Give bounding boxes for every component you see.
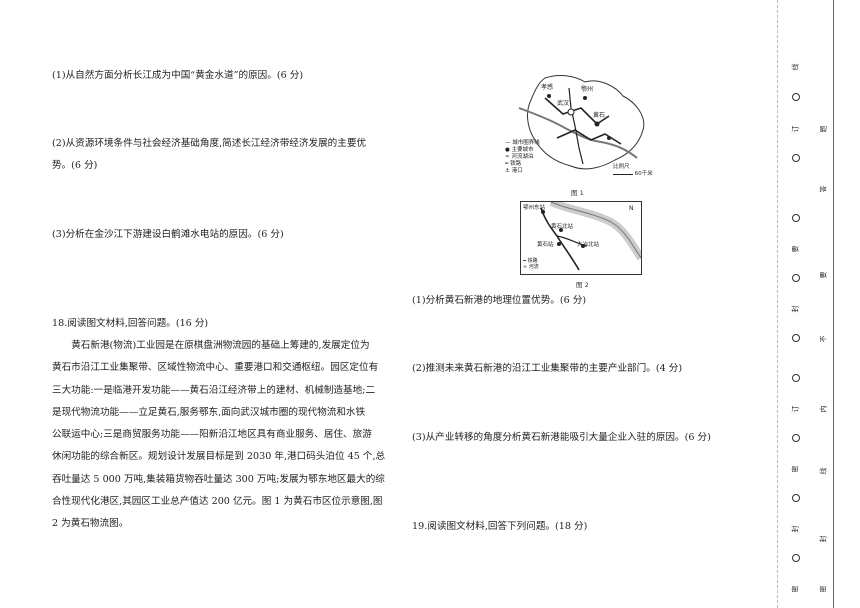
legend-item: ≈ 河流湖泊 [505, 154, 534, 160]
question-18-2: (2)推测未来黄石新港的沿江工业集聚带的主要产业部门。(4 分) [412, 363, 683, 374]
material-line: 公联运中心;三是商贸服务功能——阳新沿江地区具有商业服务、居住、旅游 [52, 429, 372, 441]
material-line: 黄石新港(物流)工业园是在原棋盘洲物流园的基础上筹建的,发展定位为 [71, 340, 370, 351]
question-17-2-line1: (2)从资源环境条件与社会经济基础角度,简述长江经济带经济发展的主要优 [52, 138, 367, 149]
map-label-city: 武汉 [557, 100, 570, 107]
binding-char: 要 [791, 245, 800, 253]
legend-item: ━ 铁路 [505, 161, 522, 167]
material-line: 三大功能:一是临港开发功能——黄石沿江经济带上的建材、机械制造基地;二 [52, 384, 376, 396]
binding-hole-icon [792, 334, 800, 342]
question-18-material: 黄石新港(物流)工业园是在原棋盘洲物流园的基础上筹建的,发展定位为 黄石市沿江工… [52, 335, 397, 536]
question-18-title: 18.阅读图文材料,回答问题。(16 分) [52, 318, 209, 329]
binding-char: 密 [791, 585, 800, 593]
fig2-label: 黄石北站 [551, 224, 574, 230]
question-17-2-line2: 势。(6 分) [52, 160, 98, 171]
fig2-label: 大冶北站 [577, 242, 600, 248]
figure-2-svg [540, 198, 645, 271]
legend-item: ━ 铁路 [523, 258, 538, 264]
scale-label: 比例尺 [613, 164, 630, 170]
binding-char: 封 [791, 525, 800, 533]
legend-item: — 城市圈界线 [505, 140, 540, 146]
binding-char: 密 [791, 465, 800, 473]
binding-char: 答 [819, 185, 828, 193]
map-label-city: 鄂州 [581, 86, 594, 93]
figure-2-legend: ━ 铁路 ≈ 河流 [523, 258, 539, 270]
binding-hole-icon [792, 214, 800, 222]
figure-1-svg [518, 74, 645, 170]
binding-char: 内 [819, 405, 828, 413]
question-19-title: 19.阅读图文材料,回答下列问题。(18 分) [412, 521, 588, 532]
binding-hole-icon [792, 274, 800, 282]
figure-1-scale: 比例尺 60千米 [613, 164, 653, 178]
binding-char: 封 [819, 535, 828, 543]
legend-item: ⚓ 港口 [505, 168, 523, 174]
map-label-city: 黄石 [593, 112, 606, 119]
figure-1-map: 武汉 黄石 孝感 鄂州 — 城市圈界线 ● 主要城市 ≈ 河流湖泊 ━ 铁路 ⚓… [505, 68, 655, 183]
binding-hole-icon [792, 154, 800, 162]
binding-char: 不 [819, 335, 828, 343]
question-17-1: (1)从自然方面分析长江成为中国“黄金水道”的原因。(6 分) [52, 70, 304, 81]
binding-hole-icon [792, 374, 800, 382]
question-18-1: (1)分析黄石新港的地理位置优势。(6 分) [412, 295, 587, 306]
binding-char: 题 [819, 125, 828, 133]
map-label-city: 孝感 [541, 84, 554, 91]
figure-2-caption: 图 2 [576, 281, 589, 289]
question-18-3: (3)从产业转移的角度分析黄石新港能吸引大量企业入驻的原因。(6 分) [412, 432, 711, 443]
question-17-3: (3)分析在金沙江下游建设白鹤滩水电站的原因。(6 分) [52, 229, 284, 240]
legend-item: ● 主要城市 [505, 147, 534, 153]
binding-char: 订 [791, 125, 800, 133]
figure-1-caption: 图 1 [571, 189, 584, 197]
binding-hole-icon [792, 494, 800, 502]
binding-char: 线 [819, 467, 828, 475]
figure-1-legend: — 城市圈界线 ● 主要城市 ≈ 河流湖泊 ━ 铁路 ⚓ 港口 [505, 140, 540, 175]
legend-item: ≈ 河流 [523, 264, 539, 270]
material-line: 2 为黄石物流图。 [52, 518, 129, 530]
binding-char: 要 [819, 271, 828, 279]
north-arrow-icon: N [629, 205, 634, 212]
binding-char: 封 [791, 305, 800, 313]
binding-hole-icon [792, 554, 800, 562]
binding-hole-icon [792, 434, 800, 442]
binding-dashed-line [777, 0, 778, 608]
binding-char: 密 [819, 585, 828, 593]
binding-hole-icon [792, 93, 800, 101]
fig2-label: 鄂州东站 [523, 205, 546, 211]
material-line: 合性现代化港区,其园区工业总产值达 200 亿元。图 1 为黄石市区位示意图,图 [52, 496, 383, 508]
fig2-label: 黄石站 [537, 242, 554, 248]
scale-bar: 60千米 [613, 171, 653, 178]
material-line: 休闲功能的综合新区。规划设计发展目标是到 2030 年,港口码头泊位 45 个,… [52, 451, 386, 463]
material-line: 吞吐量达 5 000 万吨,集装箱货物吞吐量达 300 万吨;发展为鄂东地区最大… [52, 473, 385, 485]
material-line: 黄石市沿江工业集聚带、区域性物流中心、重要港口和交通枢纽。园区定位有 [52, 362, 379, 374]
material-line: 是现代物流功能——立足黄石,服务鄂东,面向武汉城市圈的现代物流和水铁 [52, 406, 366, 418]
binding-char: 订 [791, 405, 800, 413]
figure-2-map: 鄂州东站 黄石北站 黄石站 大冶北站 N ━ 铁路 ≈ 河流 [520, 198, 645, 275]
binding-rule [833, 0, 834, 608]
binding-char: 线 [791, 63, 800, 71]
